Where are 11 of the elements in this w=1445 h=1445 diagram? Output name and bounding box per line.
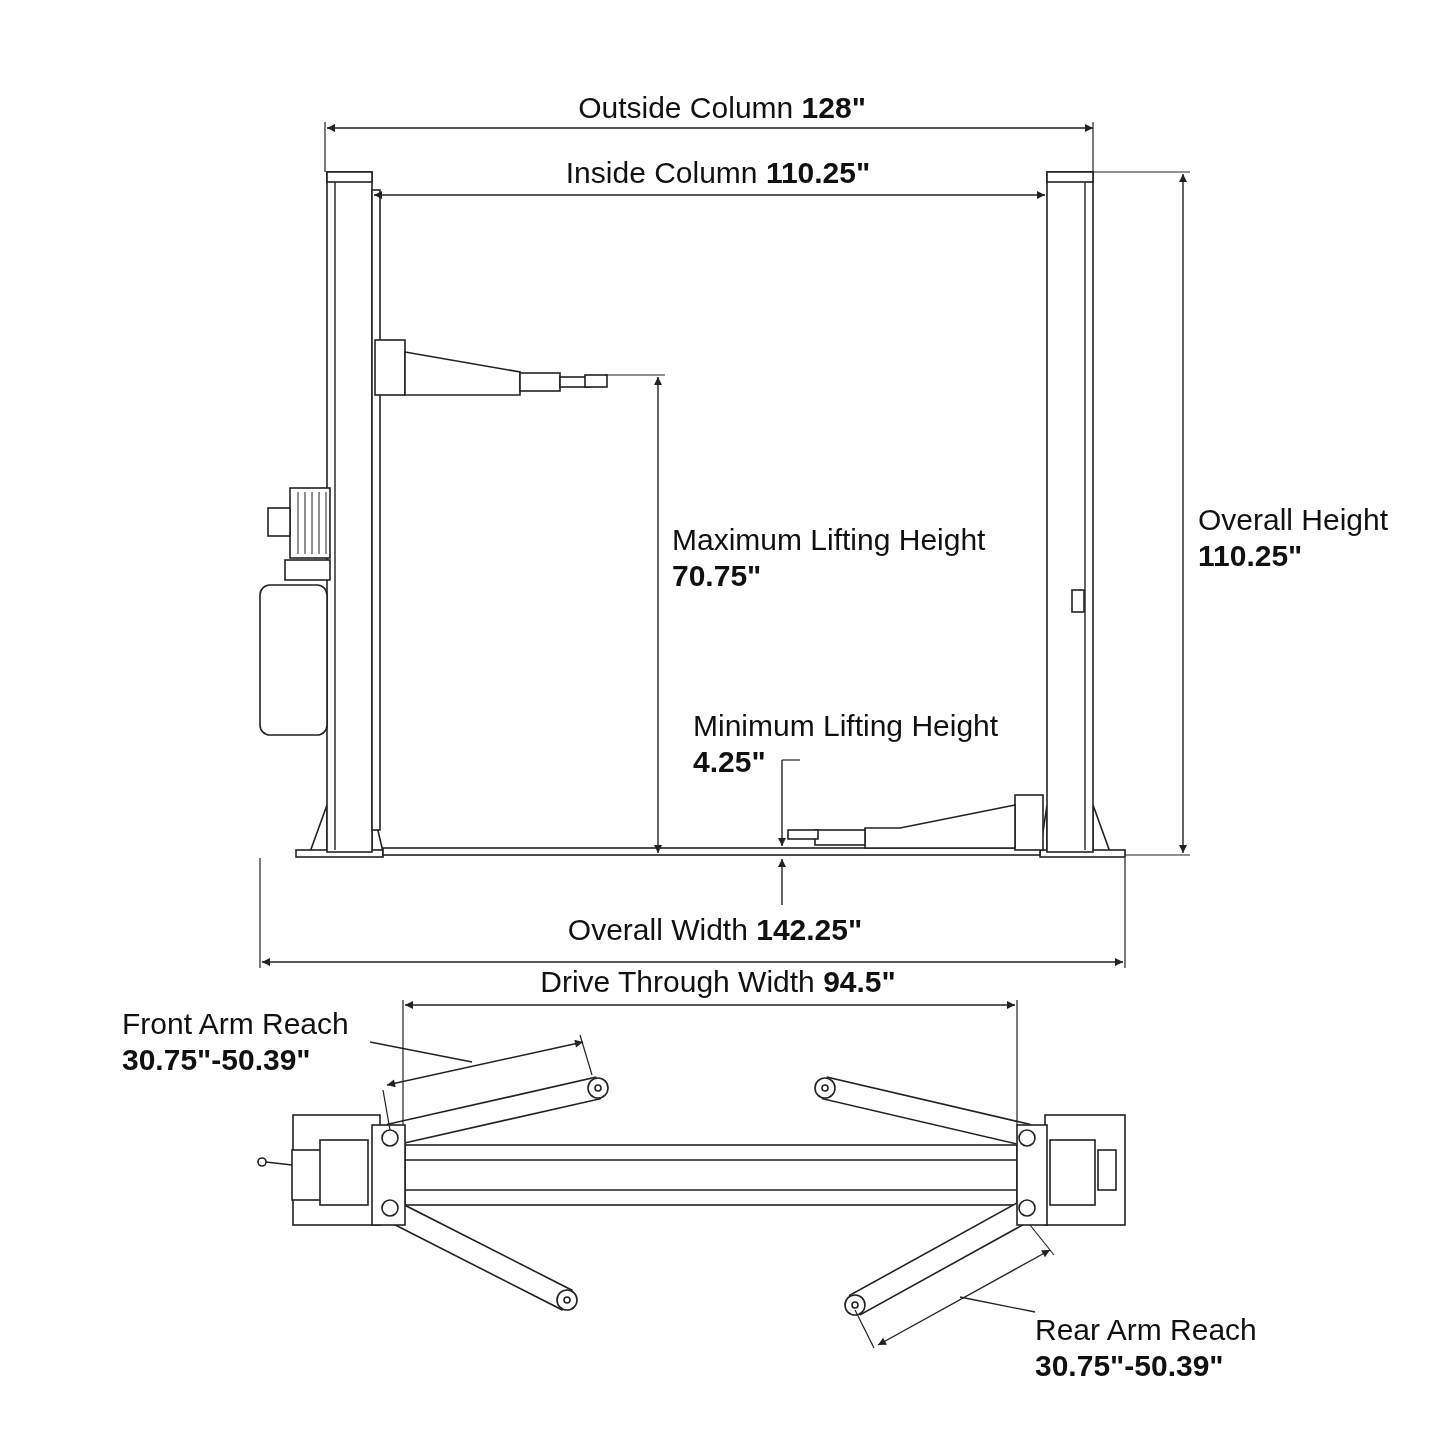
leader-line [369, 1041, 473, 1063]
dimension-label: Outside Column 128" [577, 90, 867, 126]
dimension-label: Inside Column 110.25" [564, 155, 872, 191]
dimension-label: Maximum Lifting Height 70.75" [672, 522, 987, 594]
dimension-label: Drive Through Width 94.5" [539, 964, 897, 1000]
leader-line [959, 1296, 1036, 1313]
dimension-label: Rear Arm Reach 30.75"-50.39" [1035, 1312, 1283, 1384]
dimension-label: Front Arm Reach 30.75"-50.39" [122, 1006, 370, 1078]
dimension-label: Overall Height 110.25" [1198, 502, 1390, 574]
dimension-label: Minimum Lifting Height 4.25" [693, 708, 1000, 780]
dimension-label: Overall Width 142.25" [566, 912, 864, 948]
